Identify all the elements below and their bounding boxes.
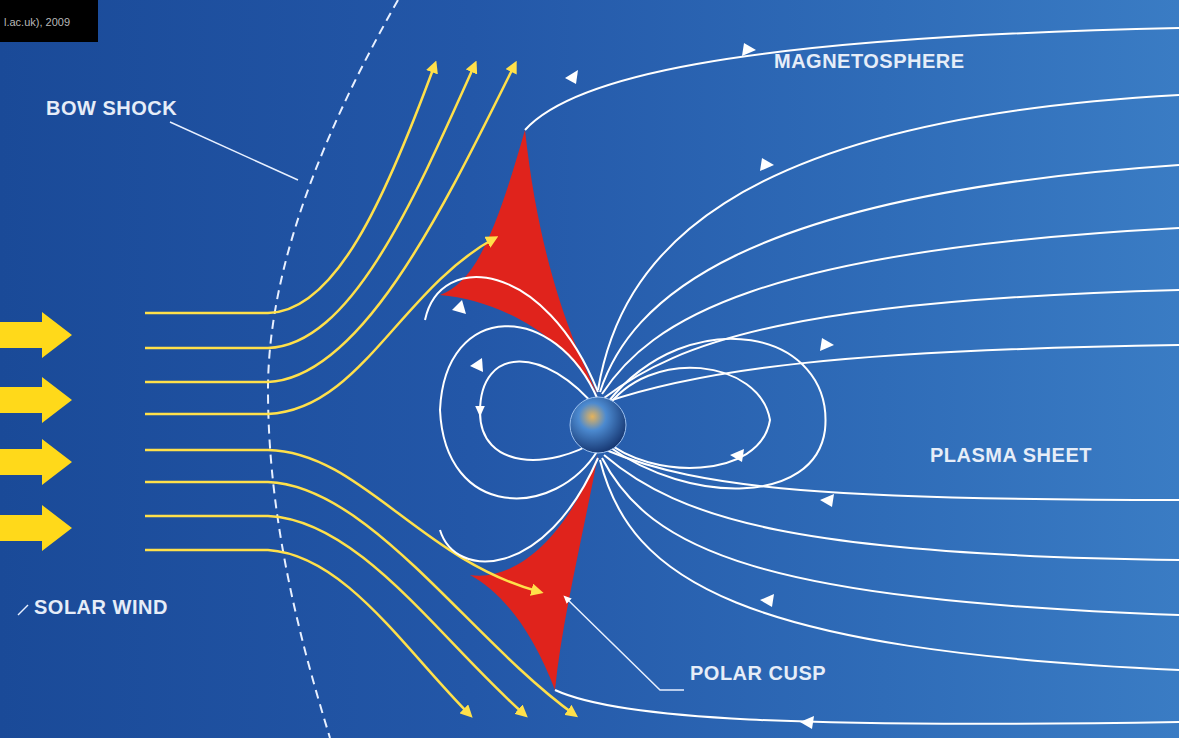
polar-cusp-region xyxy=(440,130,598,395)
region-label: BOW SHOCK xyxy=(46,97,177,120)
field-arrowheads xyxy=(452,43,834,729)
bow-shock-line xyxy=(268,0,398,738)
watermark: l.ac.uk), 2009 xyxy=(4,16,70,28)
solar-wind-flow-lines xyxy=(145,64,575,715)
leader-line xyxy=(170,122,298,180)
region-label: PLASMA SHEET xyxy=(930,444,1092,467)
region-label: POLAR CUSP xyxy=(690,662,826,685)
earth xyxy=(570,397,626,453)
watermark-box xyxy=(0,0,98,42)
region-label: MAGNETOSPHERE xyxy=(774,50,965,73)
leader-line xyxy=(566,598,684,690)
magnetic-field-lines xyxy=(425,28,1179,724)
leader-line xyxy=(18,605,28,615)
solar-wind-arrows xyxy=(0,312,72,551)
region-label: SOLAR WIND xyxy=(34,596,168,619)
